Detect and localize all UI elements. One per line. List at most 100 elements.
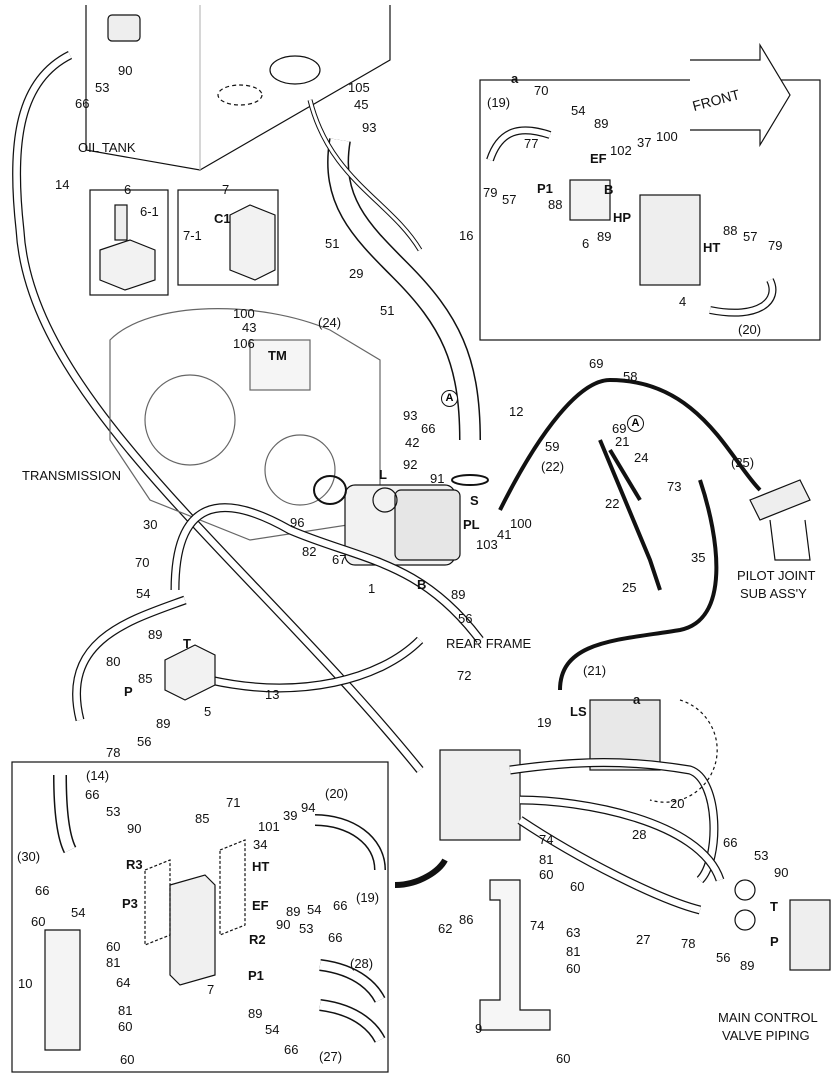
main-pump [313, 474, 489, 566]
port-b-pump: B [417, 577, 427, 592]
part-59: 59 [545, 439, 560, 454]
detail-part-7: 7 [207, 982, 215, 997]
part-29: 29 [349, 266, 364, 281]
part-58: 58 [623, 369, 638, 384]
part-90-b: 90 [774, 865, 789, 880]
detail-7-box [177, 189, 279, 286]
detail-part-64: 64 [116, 975, 131, 990]
hose-30-13 [72, 503, 484, 722]
part-74: 74 [539, 832, 554, 847]
part-7-1: 7-1 [183, 228, 202, 243]
part-96: 96 [290, 515, 305, 530]
detail-part-89-b: 89 [248, 1006, 263, 1021]
part-9: 9 [475, 1021, 483, 1036]
port-p1-detail-a: P1 [537, 181, 553, 196]
main-control-caption-2: VALVE PIPING [722, 1028, 810, 1043]
part-72: 72 [457, 668, 472, 683]
detail-a-part-57-b: 57 [743, 229, 758, 244]
detail-part-10: 10 [18, 976, 33, 991]
detail-a-part-79-b: 79 [768, 238, 783, 253]
port-pl: PL [463, 517, 480, 532]
part-14: 14 [55, 177, 70, 192]
part-53: 53 [95, 80, 110, 95]
main-control-valve [439, 699, 725, 915]
detail-part-66-d: 66 [328, 930, 343, 945]
part-22-b: 22 [605, 496, 620, 511]
detail-part-90: 90 [127, 821, 142, 836]
detail-a-part-19: (19) [487, 95, 511, 110]
detail-a-part-100: 100 [656, 129, 678, 144]
detail-part-39: 39 [283, 808, 298, 823]
port-p3: P3 [122, 896, 138, 911]
part-92: 92 [403, 457, 418, 472]
detail-a-part-70: 70 [534, 83, 549, 98]
part-66-b: 66 [421, 421, 436, 436]
part-60-c: 60 [566, 961, 581, 976]
port-s: S [470, 493, 479, 508]
detail-a-part-88: 88 [548, 197, 563, 212]
detail-a-part-89-b: 89 [597, 229, 612, 244]
part-25: (25) [731, 455, 755, 470]
detail-a-part-37: 37 [637, 135, 652, 150]
port-ht-detail-a: HT [703, 240, 721, 255]
part-89-a: 89 [451, 587, 466, 602]
port-p-block5: P [124, 684, 133, 699]
part-60: 60 [539, 867, 554, 882]
detail-a-part-77: 77 [524, 136, 539, 151]
detail-lower-left-box [11, 761, 448, 1073]
port-ht-detail: HT [252, 859, 270, 874]
part-6: 6 [124, 182, 132, 197]
detail-part-66-e: 66 [284, 1042, 299, 1057]
detail-part-60-c: 60 [118, 1019, 133, 1034]
part-13: 13 [265, 687, 280, 702]
part-41: 41 [497, 527, 512, 542]
part-21-b: (21) [583, 663, 607, 678]
port-tm: TM [268, 348, 287, 363]
detail-part-81-b: 81 [118, 1003, 133, 1018]
part-100-a: 100 [233, 306, 255, 321]
part-24-b: 24 [634, 450, 649, 465]
detail-part-60-b: 60 [106, 939, 121, 954]
detail-part-66-b: 66 [35, 883, 50, 898]
part-35: 35 [691, 550, 706, 565]
part-103: 103 [476, 537, 498, 552]
part-24: (24) [318, 315, 342, 330]
hose-16-29 [307, 99, 481, 441]
part-90: 90 [118, 63, 133, 78]
part-67: 67 [332, 552, 347, 567]
part-82: 82 [302, 544, 317, 559]
part-100-b: 100 [510, 516, 532, 531]
part-19: 19 [537, 715, 552, 730]
part-74-b: 74 [530, 918, 545, 933]
transmission [109, 308, 381, 541]
detail-part-89: 89 [286, 904, 301, 919]
part-89-d: 89 [740, 958, 755, 973]
part-81: 81 [539, 852, 554, 867]
detail-part-53-b: 53 [299, 921, 314, 936]
transmission-caption: TRANSMISSION [22, 468, 121, 483]
part-78-b: 78 [681, 936, 696, 951]
oil-tank [85, 5, 391, 171]
part-42: 42 [405, 435, 420, 450]
part-86: 86 [459, 912, 474, 927]
detail-part-54-b: 54 [307, 902, 322, 917]
bracket-9 [479, 879, 551, 1031]
detail-part-53: 53 [106, 804, 121, 819]
hose-14 [12, 50, 424, 773]
detail-part-101: 101 [258, 819, 280, 834]
part-73: 73 [667, 479, 682, 494]
detail-part-66: 66 [85, 787, 100, 802]
part-27: 27 [636, 932, 651, 947]
detail-part-27: (27) [319, 1049, 343, 1064]
part-16: 16 [459, 228, 474, 243]
part-45: 45 [354, 97, 369, 112]
part-78: 78 [106, 745, 121, 760]
detail-a-part-20: (20) [738, 322, 762, 337]
part-56-c: 56 [716, 950, 731, 965]
part-91: 91 [430, 471, 445, 486]
port-c1: C1 [214, 211, 231, 226]
port-hp-detail-a: HP [613, 210, 632, 225]
part-81-b: 81 [566, 944, 581, 959]
part-5: 5 [204, 704, 212, 719]
detail-part-85: 85 [195, 811, 210, 826]
